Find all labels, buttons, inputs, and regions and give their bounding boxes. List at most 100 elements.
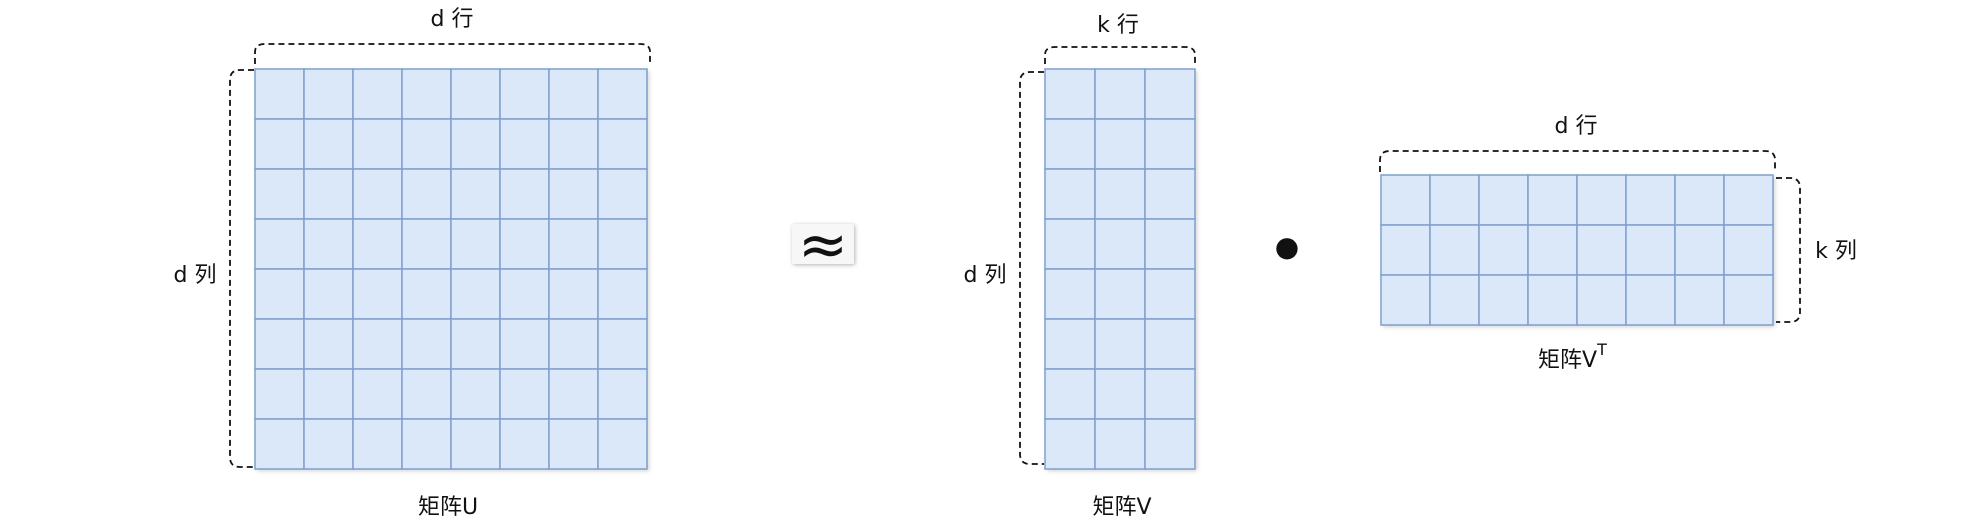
matrix-cell (499, 68, 550, 120)
matrix-cell (352, 218, 403, 270)
matrix-cell (450, 218, 501, 270)
matrix-cell (1094, 168, 1146, 220)
matrix-cell (1723, 224, 1774, 276)
matrix-cell (1044, 118, 1096, 170)
matrix-v-side-label: d 列 (964, 263, 1007, 288)
matrix-cell (1380, 174, 1431, 226)
matrix-cell (450, 168, 501, 220)
matrix-vt-side-label: k 列 (1815, 239, 1857, 264)
matrix-cell (1144, 318, 1196, 370)
matrix-cell (597, 418, 648, 470)
matrix-cell (1723, 274, 1774, 326)
matrix-cell (303, 268, 354, 320)
matrix-vt-grid (1380, 174, 1774, 326)
matrix-cell (548, 368, 599, 420)
matrix-cell (1478, 274, 1529, 326)
matrix-cell (1723, 174, 1774, 226)
matrix-cell (450, 318, 501, 370)
matrix-cell (450, 368, 501, 420)
matrix-cell (1094, 268, 1146, 320)
matrix-cell (499, 118, 550, 170)
matrix-v-grid (1044, 68, 1196, 470)
matrix-vt-name-base: 矩阵V (1538, 348, 1597, 373)
matrix-cell (499, 168, 550, 220)
matrix-cell (597, 118, 648, 170)
matrix-cell (1044, 318, 1096, 370)
matrix-cell (1144, 118, 1196, 170)
matrix-v-side-bracket (1019, 71, 1044, 465)
matrix-vt-name: 矩阵VT (1538, 340, 1607, 373)
matrix-vt-top-bracket (1379, 150, 1776, 172)
matrix-cell (1144, 218, 1196, 270)
matrix-cell (1144, 418, 1196, 470)
matrix-cell (1380, 274, 1431, 326)
matrix-cell (1674, 224, 1725, 276)
matrix-cell (303, 218, 354, 270)
matrix-cell (1094, 118, 1146, 170)
matrix-cell (1478, 224, 1529, 276)
matrix-cell (1576, 174, 1627, 226)
matrix-cell (1429, 224, 1480, 276)
matrix-u-top-label: d 行 (431, 7, 474, 32)
matrix-v: k 行 d 列 矩阵V (964, 13, 1196, 520)
matrix-cell (1527, 224, 1578, 276)
matrix-cell (450, 118, 501, 170)
matrix-cell (303, 418, 354, 470)
matrix-cell (1094, 368, 1146, 420)
matrix-cell (401, 118, 452, 170)
matrix-cell (401, 268, 452, 320)
matrix-cell (450, 268, 501, 320)
matrix-cell (1094, 318, 1146, 370)
matrix-u-side-bracket (229, 69, 254, 468)
approx-operator: ≈ (792, 210, 854, 280)
matrix-cell (1044, 218, 1096, 270)
matrix-cell (1094, 218, 1146, 270)
matrix-cell (450, 418, 501, 470)
matrix-cell (352, 118, 403, 170)
matrix-cell (303, 318, 354, 370)
matrix-cell (352, 318, 403, 370)
matrix-cell (548, 68, 599, 120)
matrix-cell (303, 118, 354, 170)
matrix-cell (597, 218, 648, 270)
matrix-cell (1044, 368, 1096, 420)
matrix-u-grid (254, 68, 648, 470)
matrix-cell (1625, 224, 1676, 276)
matrix-cell (303, 168, 354, 220)
matrix-cell (1144, 368, 1196, 420)
matrix-cell (1094, 418, 1146, 470)
matrix-cell (254, 268, 305, 320)
matrix-cell (1625, 174, 1676, 226)
matrix-vt: d 行 k 列 矩阵VT (1379, 114, 1857, 373)
dot-operator: ● (1275, 230, 1299, 263)
matrix-cell (254, 318, 305, 370)
matrix-cell (401, 218, 452, 270)
matrix-cell (1429, 274, 1480, 326)
approx-symbol: ≈ (798, 210, 848, 280)
matrix-cell (450, 68, 501, 120)
matrix-cell (401, 168, 452, 220)
matrix-cell (1144, 268, 1196, 320)
matrix-u: d 行 d 列 矩阵U (174, 7, 651, 520)
matrix-cell (597, 268, 648, 320)
matrix-cell (352, 268, 403, 320)
matrix-cell (303, 68, 354, 120)
matrix-u-top-bracket (254, 43, 651, 64)
matrix-cell (548, 268, 599, 320)
matrix-cell (499, 218, 550, 270)
matrix-cell (352, 168, 403, 220)
matrix-cell (1380, 224, 1431, 276)
matrix-cell (1527, 274, 1578, 326)
matrix-cell (1429, 174, 1480, 226)
matrix-cell (1576, 224, 1627, 276)
matrix-cell (548, 318, 599, 370)
matrix-cell (1044, 68, 1096, 120)
matrix-cell (597, 68, 648, 120)
matrix-cell (1144, 168, 1196, 220)
matrix-u-side-label: d 列 (174, 263, 217, 288)
matrix-cell (499, 368, 550, 420)
matrix-cell (254, 168, 305, 220)
matrix-cell (499, 318, 550, 370)
matrix-cell (548, 168, 599, 220)
